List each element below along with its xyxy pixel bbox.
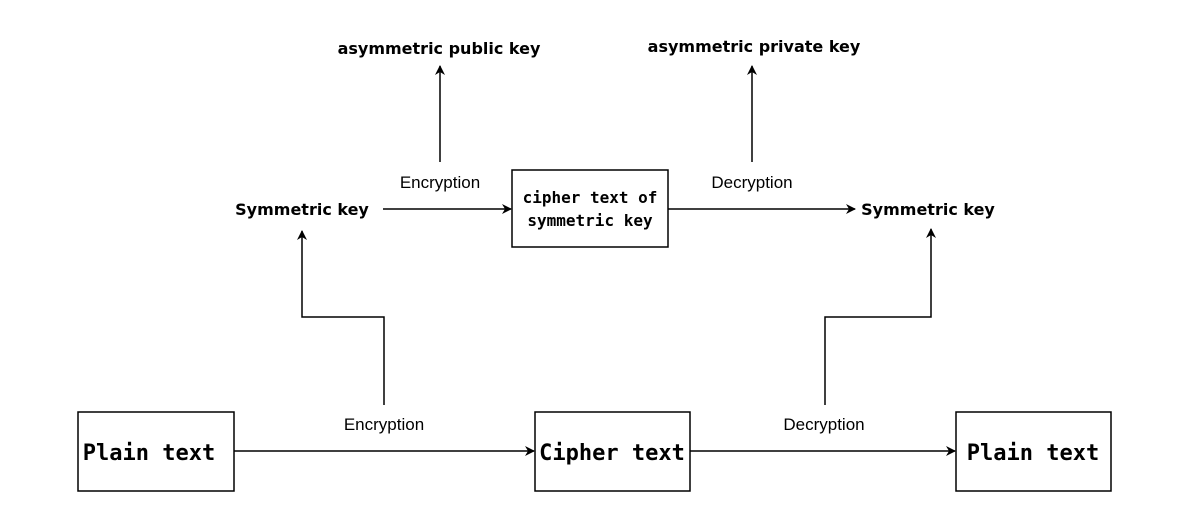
plain-text-left-label: Plain text (83, 441, 215, 466)
asymmetric-private-key-label: asymmetric private key (648, 37, 861, 56)
asymmetric-public-key-label: asymmetric public key (338, 39, 541, 58)
cipher-text-of-symmetric-key-line2: symmetric key (527, 211, 653, 230)
cipher-text-label: Cipher text (539, 441, 685, 466)
top-encryption-label: Encryption (400, 173, 480, 192)
cipher-text-of-symmetric-key-line1: cipher text of (523, 188, 658, 207)
cipher-text-of-symmetric-key-box (511, 169, 669, 248)
cipher-text-box (534, 411, 691, 492)
symmetric-key-left-label: Symmetric key (235, 200, 369, 219)
top-decryption-label: Decryption (711, 173, 792, 192)
symmetric-key-right-label: Symmetric key (861, 200, 995, 219)
bottom-decryption-label: Decryption (783, 415, 864, 434)
plain-text-right-label: Plain text (967, 441, 1099, 466)
right-elbow-connector-arrow (824, 228, 936, 405)
plain-text-left-box (77, 411, 235, 492)
plain-text-right-box (955, 411, 1112, 492)
left-elbow-connector-arrow (297, 230, 385, 405)
bottom-encryption-label: Encryption (344, 415, 424, 434)
